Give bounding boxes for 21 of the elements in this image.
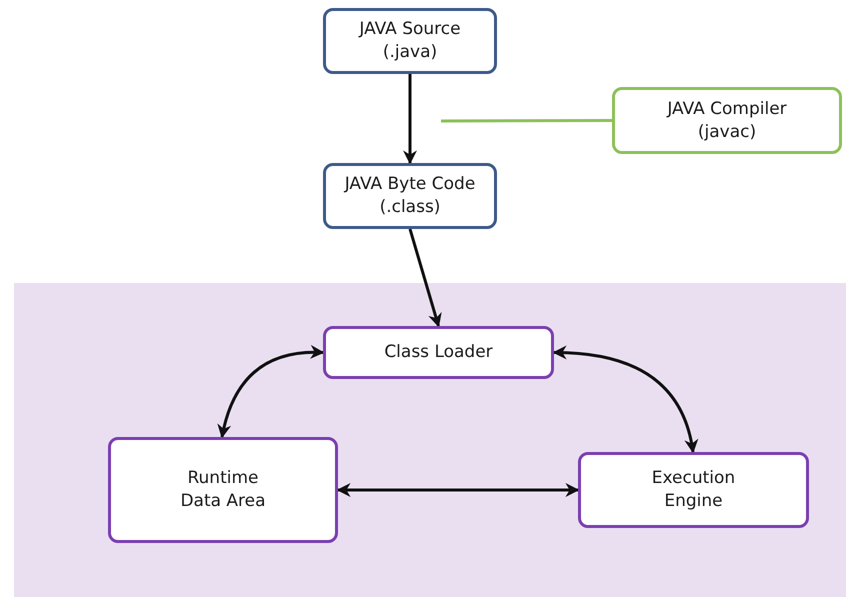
node-label: (.java) <box>382 41 438 64</box>
node-label: (.class) <box>380 196 440 219</box>
node-label: JAVA Byte Code <box>344 173 476 196</box>
node-label: JAVA Source <box>359 18 461 41</box>
arrow <box>408 228 442 328</box>
process-box <box>323 8 497 74</box>
arrow <box>552 346 698 454</box>
process-box <box>108 437 338 543</box>
node-label: Class Loader <box>384 341 493 364</box>
node-label: Execution Engine <box>650 467 736 513</box>
process-box <box>323 326 554 379</box>
arrow <box>403 74 417 164</box>
process-box <box>323 163 497 229</box>
node-label: Runtime Data Area <box>179 467 267 513</box>
process-box <box>578 452 809 528</box>
process-box <box>612 87 842 154</box>
node-label: (javac) <box>698 120 756 144</box>
arrow <box>336 483 580 497</box>
connector-line <box>441 119 612 122</box>
node-label: JAVA Compiler <box>667 98 787 120</box>
arrow <box>218 345 324 438</box>
